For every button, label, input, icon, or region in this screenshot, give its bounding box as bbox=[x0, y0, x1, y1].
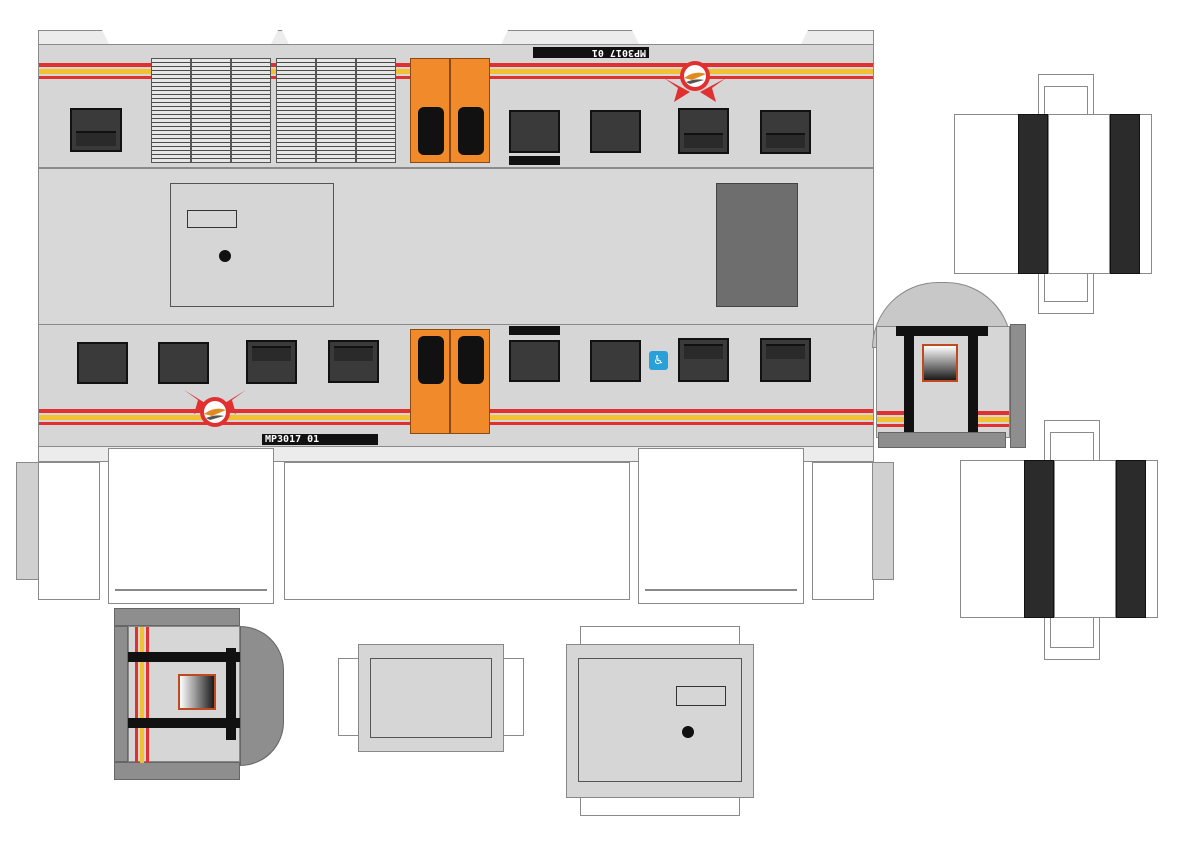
large-hatch-piece bbox=[566, 626, 754, 816]
kai-commuter-logo-icon bbox=[664, 61, 726, 102]
vent-grille-4 bbox=[276, 58, 316, 163]
floor-panel-3 bbox=[284, 462, 630, 600]
upper-window-4 bbox=[678, 108, 729, 154]
lower-window-6 bbox=[590, 340, 641, 382]
upper-window-2-bar bbox=[509, 156, 560, 165]
large-hatch-label-slot bbox=[676, 686, 726, 706]
wheelchair-sign-icon: ♿ bbox=[649, 351, 668, 370]
rear-cab-piece bbox=[114, 608, 284, 780]
lower-door-right bbox=[450, 329, 490, 434]
lower-window-5 bbox=[509, 340, 560, 382]
rear-cab-window bbox=[178, 674, 216, 710]
lower-window-1 bbox=[77, 342, 128, 384]
upper-number-text: MP3017 01 bbox=[591, 47, 646, 58]
floor-tab-far-right bbox=[872, 462, 894, 580]
cab-door-window bbox=[922, 344, 958, 382]
upper-door-left bbox=[410, 58, 450, 163]
lower-window-8 bbox=[760, 338, 811, 382]
vent-grille-2 bbox=[191, 58, 231, 163]
roof-hatch-left bbox=[170, 183, 334, 307]
kai-commuter-logo-icon-lower bbox=[184, 390, 246, 427]
bogie-piece-top bbox=[954, 74, 1152, 314]
upper-logo bbox=[660, 58, 730, 104]
floor-panel-5 bbox=[812, 462, 874, 600]
upper-number-plate: MP3017 01 bbox=[533, 47, 649, 58]
top-notch-mid bbox=[282, 30, 508, 44]
lower-door-left bbox=[410, 329, 450, 434]
lower-window-3 bbox=[246, 340, 297, 384]
vent-grille-5 bbox=[316, 58, 356, 163]
bogie-frame-top-left bbox=[1018, 114, 1048, 274]
lower-window-5-bar bbox=[509, 326, 560, 335]
upper-door-right bbox=[450, 58, 490, 163]
floor-tab-far-left bbox=[16, 462, 40, 580]
upper-window-1 bbox=[70, 108, 122, 152]
vent-grille-6 bbox=[356, 58, 396, 163]
cab-bottom-skirt bbox=[878, 432, 1006, 448]
lower-window-4 bbox=[328, 340, 379, 383]
roof-panel-dark bbox=[716, 183, 798, 307]
lower-logo bbox=[180, 388, 250, 434]
cab-door-frame bbox=[896, 326, 988, 434]
roof-hatch-bolt bbox=[219, 250, 231, 262]
floor-panel-4 bbox=[638, 448, 804, 604]
bogie-piece-bottom bbox=[960, 420, 1158, 660]
bogie-frame-top-right bbox=[1110, 114, 1140, 274]
roof-hatch-label-slot bbox=[187, 210, 237, 228]
small-hatch-piece bbox=[338, 644, 524, 752]
floor-panel-1 bbox=[38, 462, 100, 600]
upper-window-5 bbox=[760, 110, 811, 154]
vent-grille-1 bbox=[151, 58, 191, 163]
lower-number-text: MP3017 01 bbox=[265, 434, 320, 445]
large-hatch-bolt bbox=[682, 726, 694, 738]
bogie-frame-bottom-left bbox=[1024, 460, 1054, 618]
upper-window-3 bbox=[590, 110, 641, 153]
lower-window-7 bbox=[678, 338, 729, 382]
lower-window-2 bbox=[158, 342, 209, 384]
top-notch-right bbox=[632, 30, 808, 44]
upper-window-2 bbox=[509, 110, 560, 153]
bogie-frame-bottom-right bbox=[1116, 460, 1146, 618]
lower-number-plate: MP3017 01 bbox=[262, 434, 378, 445]
top-notch-left bbox=[102, 30, 278, 44]
vent-grille-3 bbox=[231, 58, 271, 163]
floor-panel-2 bbox=[108, 448, 274, 604]
cab-side-flap bbox=[1010, 324, 1026, 448]
